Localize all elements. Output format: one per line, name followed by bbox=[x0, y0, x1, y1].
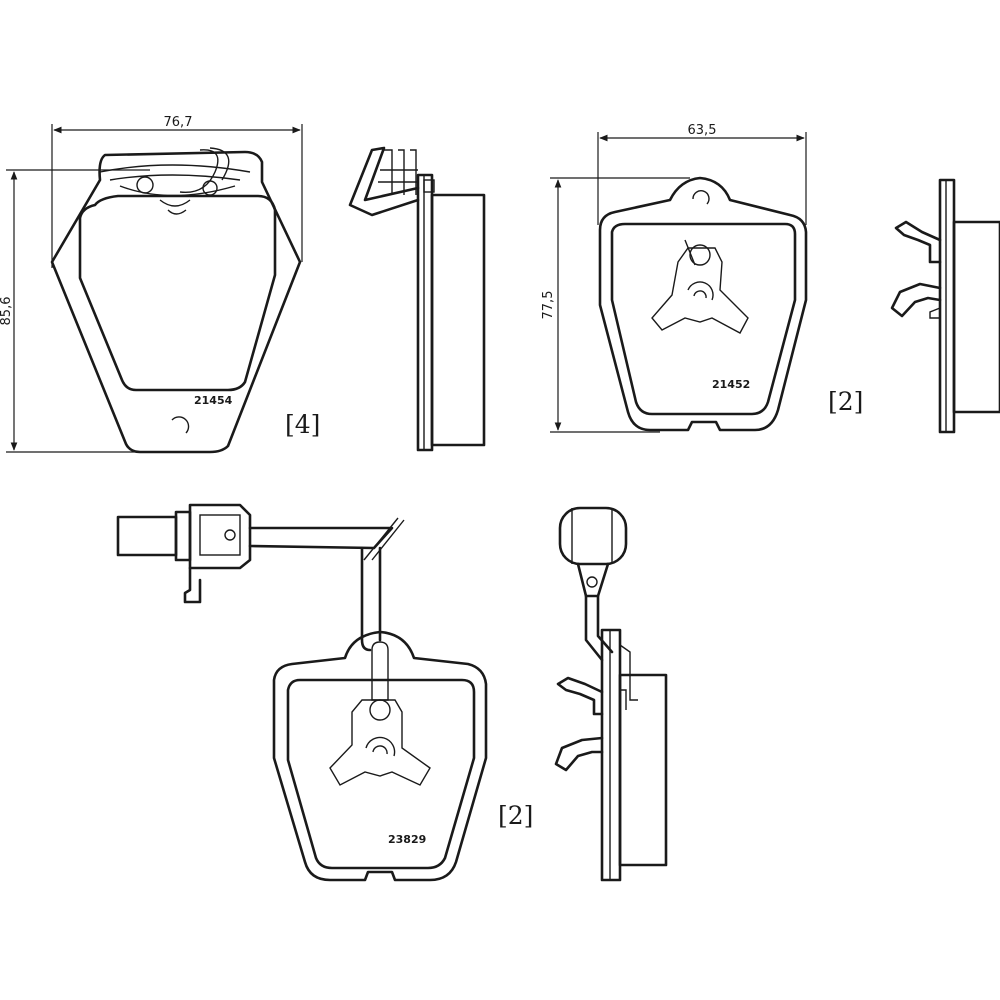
pad-1-height-label: 85,6 bbox=[0, 297, 14, 326]
pad-1-part-code: 21454 bbox=[194, 394, 233, 407]
pad-3-front-view: 23829 bbox=[116, 503, 488, 882]
pad-3-side-view bbox=[554, 506, 668, 882]
pad-1-front-view: 76,7 85,6 21454 bbox=[0, 115, 303, 454]
pad-3-quantity: [2] bbox=[498, 801, 533, 830]
pad-1-quantity: [4] bbox=[285, 410, 320, 439]
pad-1-width-label: 76,7 bbox=[164, 115, 193, 130]
pad-2-part-code: 21452 bbox=[712, 378, 750, 391]
pad-3-part-code: 23829 bbox=[388, 833, 426, 846]
pad-1-side-view bbox=[348, 146, 486, 452]
pad-2-height-label: 77,5 bbox=[541, 291, 556, 320]
pad-2-width-label: 63,5 bbox=[688, 123, 717, 138]
pad-2-side-view bbox=[890, 178, 1000, 434]
pad-2-quantity: [2] bbox=[828, 387, 863, 416]
pad-2-front-view: 63,5 77,5 21452 bbox=[541, 123, 808, 433]
